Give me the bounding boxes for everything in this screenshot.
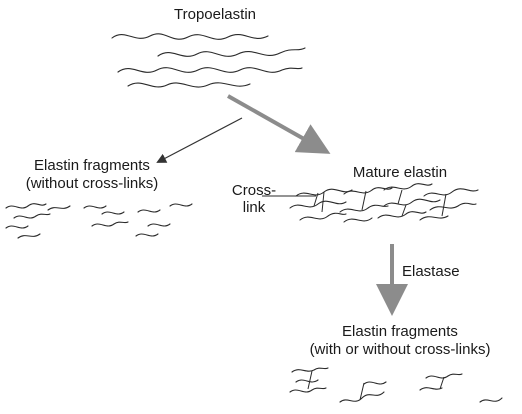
fragmentation-arrow bbox=[156, 117, 243, 163]
fragments-with-crosslinks-title: Elastin fragments bbox=[342, 323, 458, 340]
tropoelastin-label: Tropoelastin bbox=[174, 6, 256, 23]
fragments-without-crosslinks-title: Elastin fragments bbox=[34, 157, 150, 174]
fragments-with-or-without-crosslinks bbox=[289, 367, 503, 403]
tropoelastin-strands bbox=[111, 33, 306, 88]
maturation-arrow bbox=[227, 94, 331, 154]
mature-elastin-label: Mature elastin bbox=[352, 164, 448, 181]
fragments-without-crosslinks-subtitle: (without cross-links) bbox=[25, 175, 159, 192]
fragments-with-crosslinks-subtitle: (with or without cross-links) bbox=[309, 341, 491, 358]
crosslink-label-line2: link bbox=[242, 199, 266, 216]
elastase-label: Elastase bbox=[402, 263, 460, 280]
crosslink-label-line1: Cross- bbox=[231, 182, 277, 199]
mature-elastin-network bbox=[289, 183, 479, 223]
fragments-without-crosslinks bbox=[5, 203, 193, 239]
